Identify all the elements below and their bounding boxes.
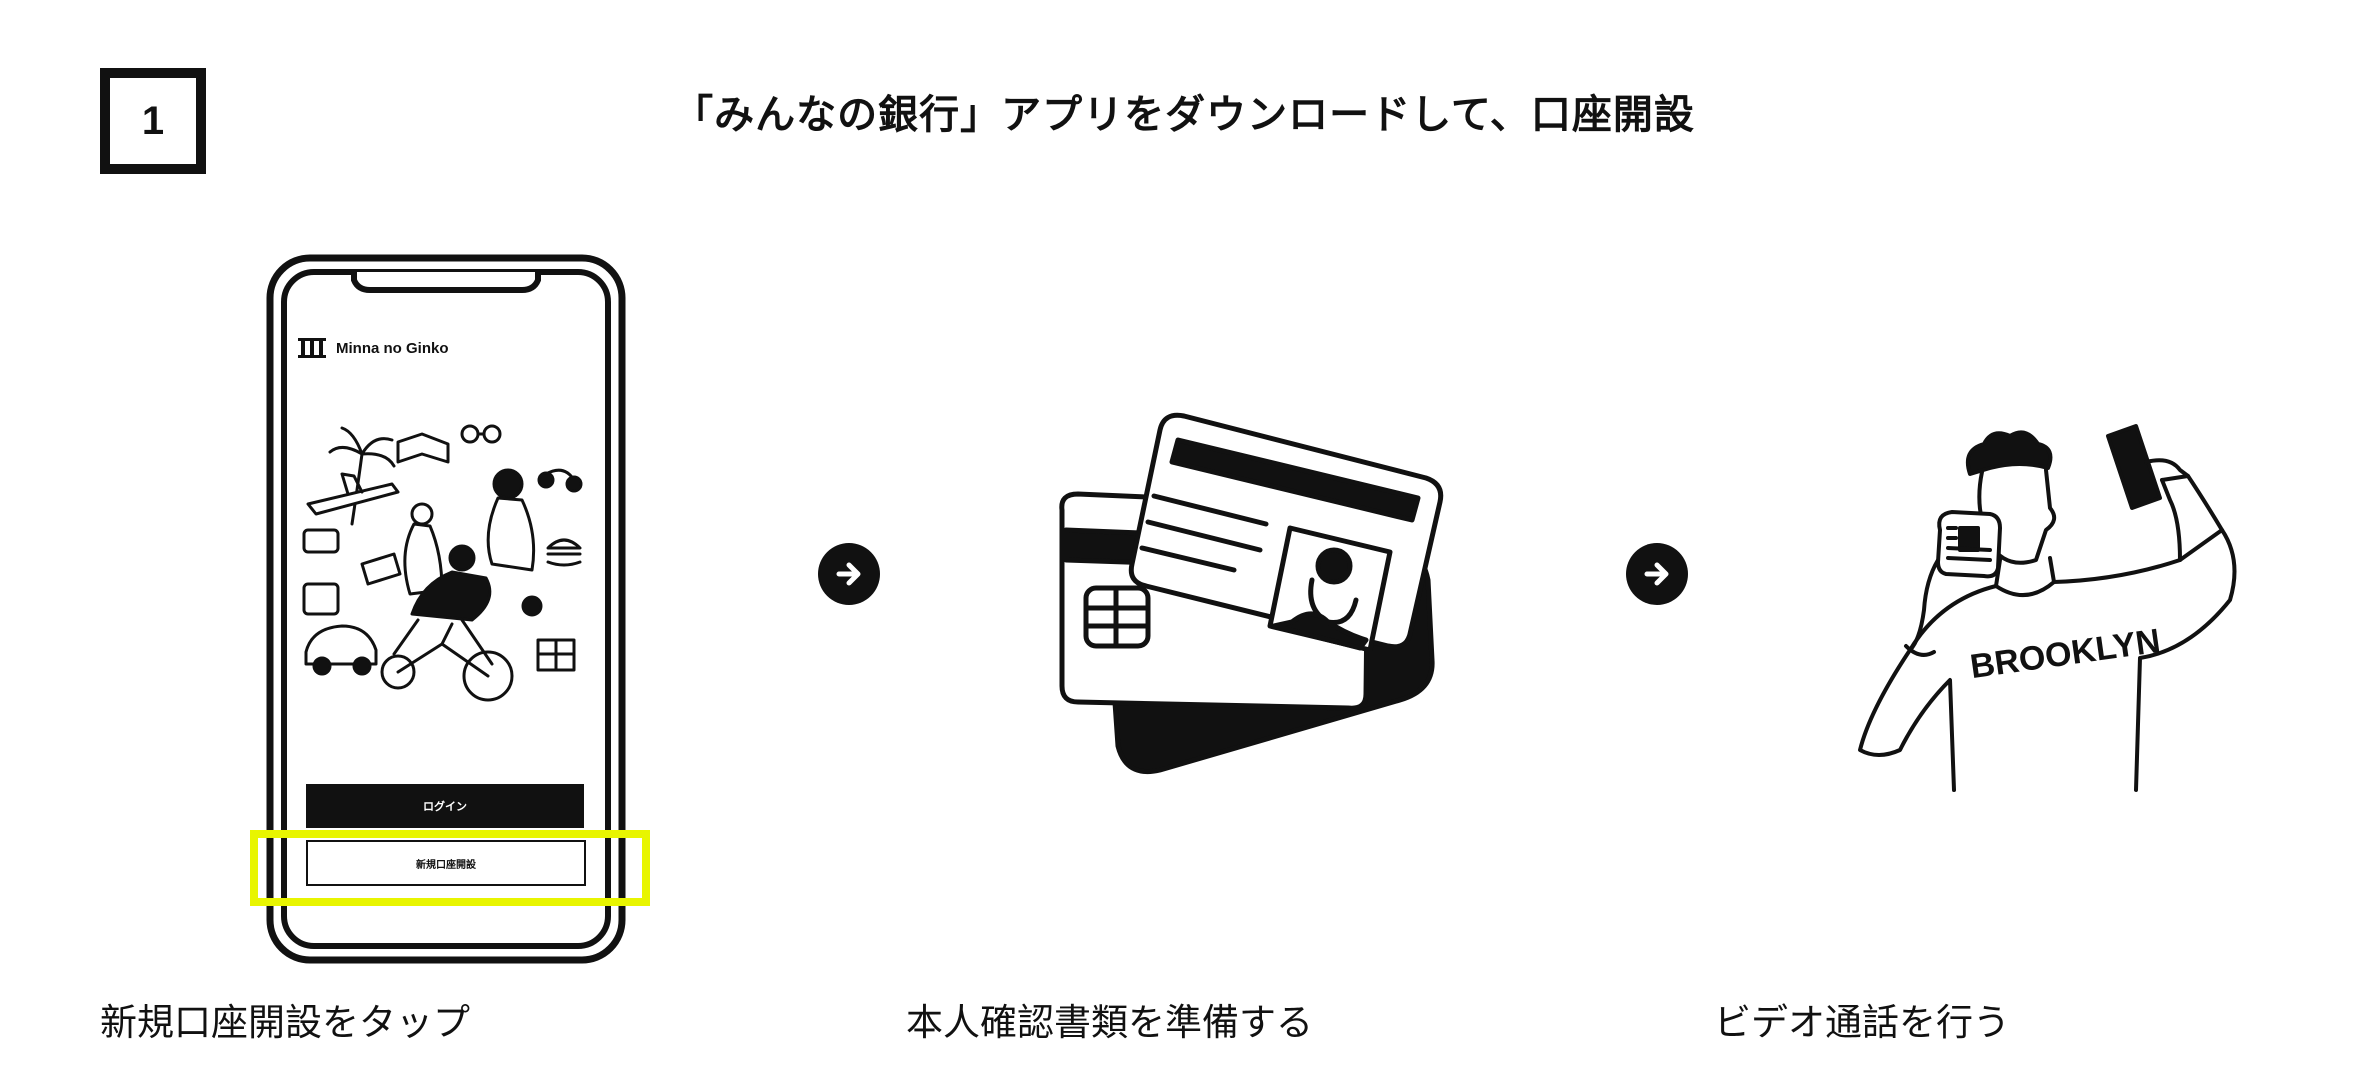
id-cards-illustration <box>1059 412 1444 774</box>
step-caption-video-call: ビデオ通話を行う <box>1714 1001 2010 1044</box>
app-logo: Minna no Ginko <box>298 338 449 358</box>
step-caption-prepare-id: 本人確認書類を準備する <box>906 1001 1313 1044</box>
step-caption-tap-signup: 新規口座開設をタップ <box>100 1001 470 1044</box>
arrow-right-circle-icon <box>1626 543 1688 605</box>
step-number: 1 <box>141 98 165 143</box>
video-call-illustration: BROOKLYN <box>1858 424 2237 792</box>
signup-button[interactable]: 新規口座開設 <box>306 840 586 886</box>
arrow-right-circle-icon <box>818 543 880 605</box>
phone-mockup: Minna no Ginko <box>266 254 626 964</box>
login-button[interactable]: ログイン <box>306 784 584 828</box>
app-logo-text: Minna no Ginko <box>336 339 449 357</box>
lifestyle-illustration <box>302 424 583 702</box>
bank-logo-icon <box>298 338 326 358</box>
shirt-text: BROOKLYN <box>1968 622 2163 686</box>
page-title: 「みんなの銀行」アプリをダウンロードして、口座開設 <box>673 92 1695 138</box>
step-number-badge: 1 <box>100 68 206 174</box>
